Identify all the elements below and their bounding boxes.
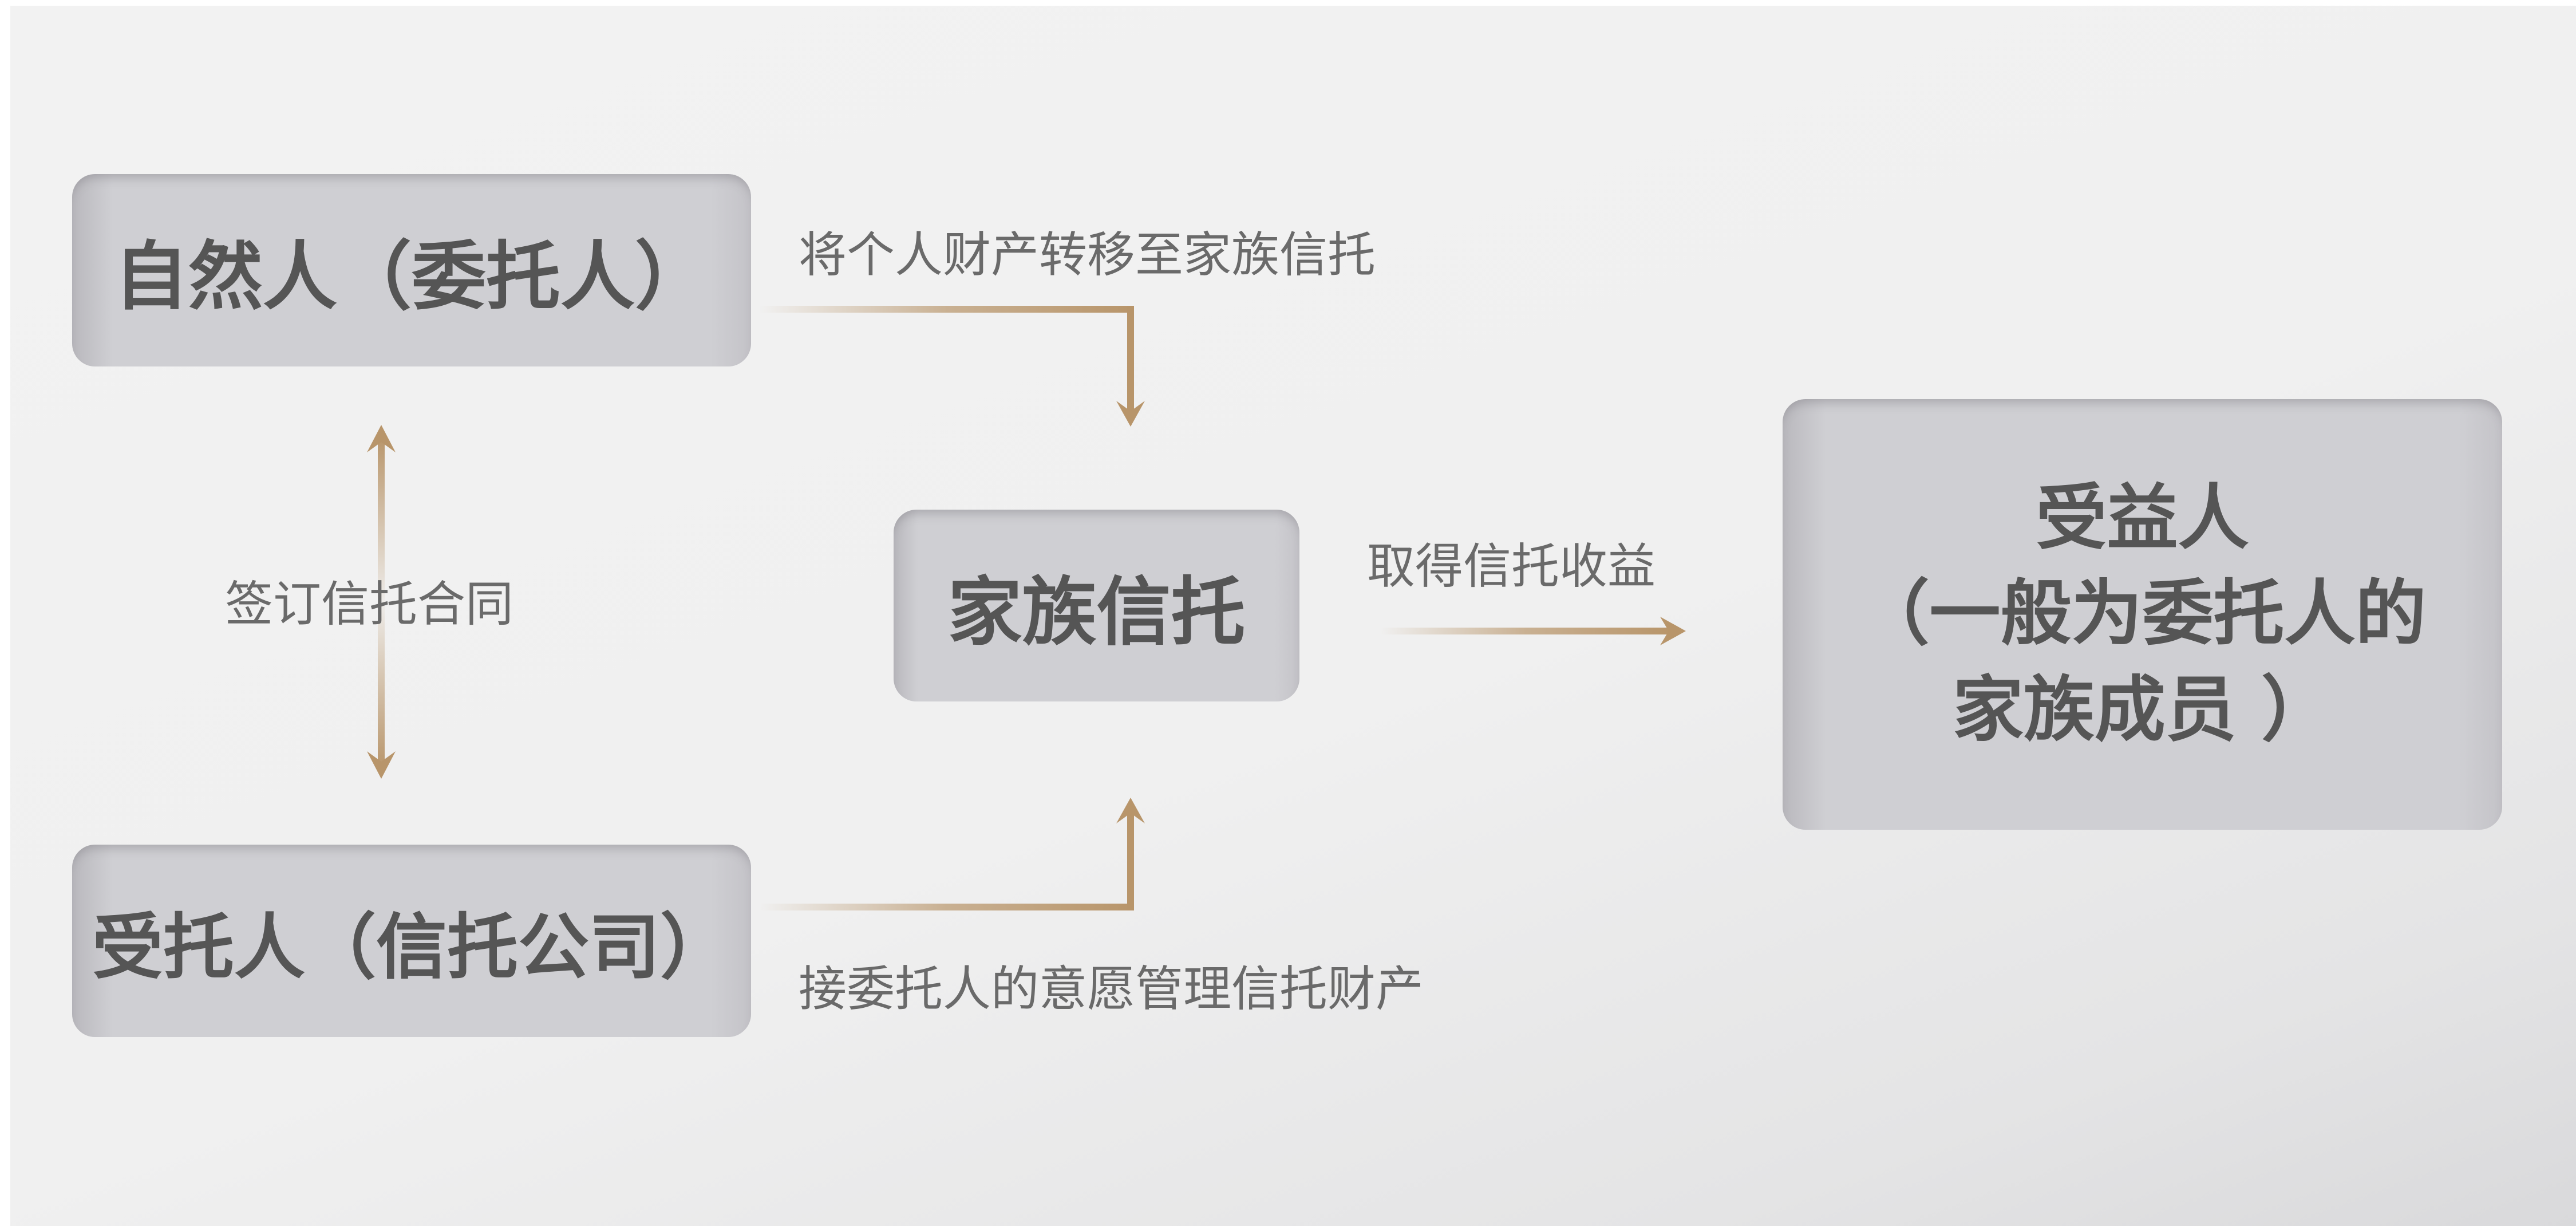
edge-label-trust-income: 取得信托收益 <box>1367 538 1656 594</box>
arrow-double-settlor-trustee <box>367 425 396 779</box>
beneficiary-node: 受益人 （一般为委托人的 家族成员 ） <box>1783 399 2502 830</box>
edge-label-manage-assets: 接委托人的意愿管理信托财产 <box>799 961 1424 1017</box>
arrow-trustee-to-trust <box>759 798 1145 910</box>
trustee-label: 受托人（信托公司） <box>92 906 731 989</box>
beneficiary-note-line-2: 家族成员 ） <box>1952 668 2333 751</box>
beneficiary-note-line-1: （一般为委托人的 <box>1858 573 2427 656</box>
settlor-node: 自然人（委托人） <box>72 174 751 366</box>
settlor-label: 自然人（委托人） <box>113 233 709 320</box>
beneficiary-title: 受益人 <box>2036 476 2249 559</box>
arrow-trust-to-beneficiary <box>1380 617 1686 645</box>
edge-label-transfer-property: 将个人财产转移至家族信托 <box>799 227 1376 283</box>
edge-label-sign-contract: 签订信托合同 <box>225 576 514 632</box>
trustee-node: 受托人（信托公司） <box>72 845 751 1037</box>
arrow-settlor-to-trust <box>759 306 1145 427</box>
family-trust-node: 家族信托 <box>894 510 1299 701</box>
family-trust-label: 家族信托 <box>947 568 1246 656</box>
